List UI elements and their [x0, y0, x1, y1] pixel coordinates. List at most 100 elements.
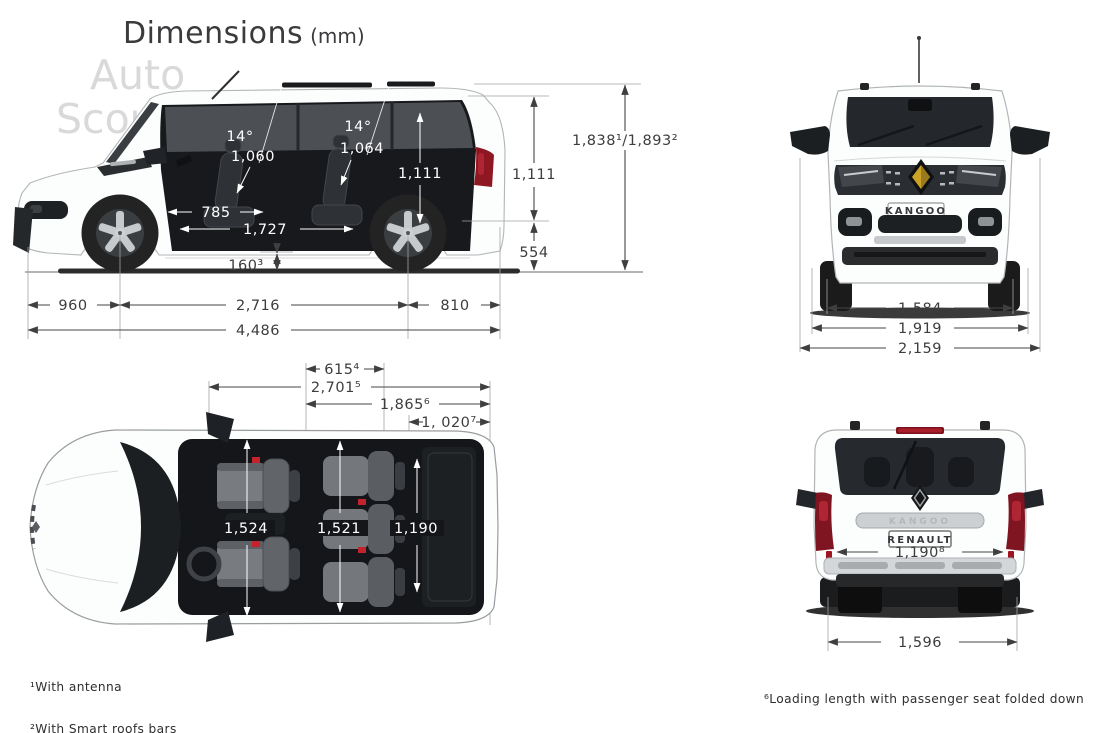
rear-door-angle-label: 14° [344, 119, 371, 135]
dim-interior-height: 1,111 [398, 112, 442, 224]
rear-track-label: 1,596 [898, 635, 942, 651]
headrest-silhouettes [864, 447, 974, 487]
dim-wheelbase: 2,716 [119, 298, 409, 314]
front-lower-fascia [13, 207, 33, 253]
rear-left-tire [838, 581, 882, 613]
rear-valance [836, 574, 1004, 587]
front-door-opening-label: 1,060 [231, 149, 275, 165]
lateral-opening-label: 615⁴ [324, 362, 360, 378]
dim-rear-door-opening: 14° 1,064 [340, 86, 390, 186]
roof-nub [980, 421, 990, 430]
window-band [165, 102, 473, 152]
dim-loading-sill-height: 554 [516, 222, 553, 271]
second-row-width-label: 1,521 [317, 521, 361, 537]
dim-ground-clearance: 160³ [228, 243, 293, 274]
side-car-body [13, 70, 506, 272]
front-car-body: KANGOO [790, 36, 1050, 284]
rear-bench-top [323, 451, 405, 607]
seatbelt-accents [252, 457, 366, 553]
boot-width-label: 1,190 [394, 521, 438, 537]
kangoo-badge-text: KANGOO [885, 206, 947, 217]
sliding-door-length-label: 1,727 [243, 222, 287, 238]
windshield-top [120, 442, 181, 612]
overall-length-label: 4,486 [236, 323, 280, 339]
dim-front-overhang: 960 [27, 298, 121, 314]
footnotes-right: ⁶Loading length with passenger seat fold… [764, 666, 1084, 733]
right-mirror-rear [1022, 489, 1044, 509]
rear-opening-width-label: 1,190⁸ [895, 545, 945, 561]
dim-second-row-width: 1,521 [312, 440, 368, 613]
rear-door-opening-label: 1,064 [340, 141, 384, 157]
steering-wheel [176, 155, 192, 167]
top-view-diagram: 615⁴ 2,701⁵ 1,865⁶ 1, 020⁷ [29, 362, 499, 642]
watermark-auto: Auto [90, 51, 186, 99]
loading-length-behind-label: 1, 020⁷ [421, 415, 476, 431]
width-with-mirrors-label: 2,159 [898, 341, 942, 357]
dim-front-row-width: 1,524 [218, 439, 275, 617]
steering-wheel-top [186, 546, 222, 582]
left-mirror [790, 126, 830, 155]
front-view-diagram: KANGOO 1,584 1,919 [790, 36, 1050, 357]
second-row-seat [311, 134, 363, 226]
rear-opening-height-label: 1,111 [512, 167, 556, 183]
dim-loading-length-passenger: 1,865⁶ [305, 397, 491, 413]
page-title: Dimensions(mm) [123, 16, 365, 51]
right-mirror-top [206, 611, 234, 642]
footnote: ²With Smart roofs bars [30, 721, 177, 733]
dim-rear-overhang: 810 [407, 298, 501, 314]
roof-rail [387, 81, 435, 87]
title-unit: (mm) [310, 24, 365, 48]
renault-badge-text: RENAULT [887, 535, 952, 546]
renault-diamond-logo [908, 159, 934, 195]
renault-badge: RENAULT [887, 530, 952, 548]
front-row-width-label: 1,524 [224, 521, 268, 537]
dim-rear-opening-width: 1,190⁸ [836, 545, 1004, 561]
rear-view-diagram: KANGOO RENAULT 1,190⁸ [796, 421, 1044, 651]
rearview-mirror [908, 99, 932, 111]
dim-sliding-door-length: 1,727 [179, 222, 354, 238]
roof-nub [860, 83, 869, 90]
left-mirror-rear [796, 489, 818, 509]
bumper-recesses [838, 562, 1002, 569]
overall-height-label: 1,838¹/1,893² [572, 133, 678, 149]
dim-rear-track: 1,596 [827, 635, 1018, 651]
loading-length-passenger-label: 1,865⁶ [380, 397, 430, 413]
grille-chrome-dashes [886, 171, 954, 186]
dim-max-loading-length: 2,701⁵ [208, 380, 491, 396]
dim-lateral-opening: 615⁴ [305, 362, 385, 378]
rear-overhang-label: 810 [440, 298, 469, 314]
wipers [857, 124, 983, 147]
dim-width-with-mirrors: 2,159 [799, 341, 1041, 357]
right-headlight [956, 165, 1002, 187]
rear-car-body: KANGOO RENAULT [796, 421, 1044, 587]
front-seat [203, 138, 255, 228]
roof-rail [282, 82, 372, 88]
embossed-kangoo-text: KANGOO [889, 517, 951, 527]
dim-boot-width: 1,190 [390, 458, 444, 593]
left-mirror-top [206, 412, 234, 443]
footnotes-left: ¹With antenna ²With Smart roofs bars ³Un… [30, 654, 459, 733]
rear-right-tire [958, 581, 1002, 613]
dim-front-seat-length: 785 [167, 205, 264, 221]
ground-shadow [810, 307, 1030, 319]
left-headlight [838, 165, 884, 187]
skid-plate [874, 236, 966, 244]
tailgate-chrome-strip: KANGOO [855, 512, 985, 529]
front-door-angle-label: 14° [226, 129, 253, 145]
dim-overall-length: 4,486 [27, 323, 501, 339]
front-wheel [81, 194, 159, 272]
title-text: Dimensions [123, 16, 304, 51]
roof-nub [850, 421, 860, 430]
side-mirror [143, 147, 167, 165]
footnote: ⁶Loading length with passenger seat fold… [764, 692, 1085, 707]
ground-clearance-label: 160³ [228, 258, 264, 274]
cargo-area [422, 447, 476, 607]
right-mirror [1010, 126, 1050, 155]
dim-loading-length-behind: 1, 020⁷ [408, 415, 491, 431]
hood-logo [32, 521, 40, 533]
max-loading-length-label: 2,701⁵ [311, 380, 361, 396]
body-width-label: 1,919 [898, 321, 942, 337]
wheelbase-label: 2,716 [236, 298, 280, 314]
interior-height-label: 1,111 [398, 166, 442, 182]
